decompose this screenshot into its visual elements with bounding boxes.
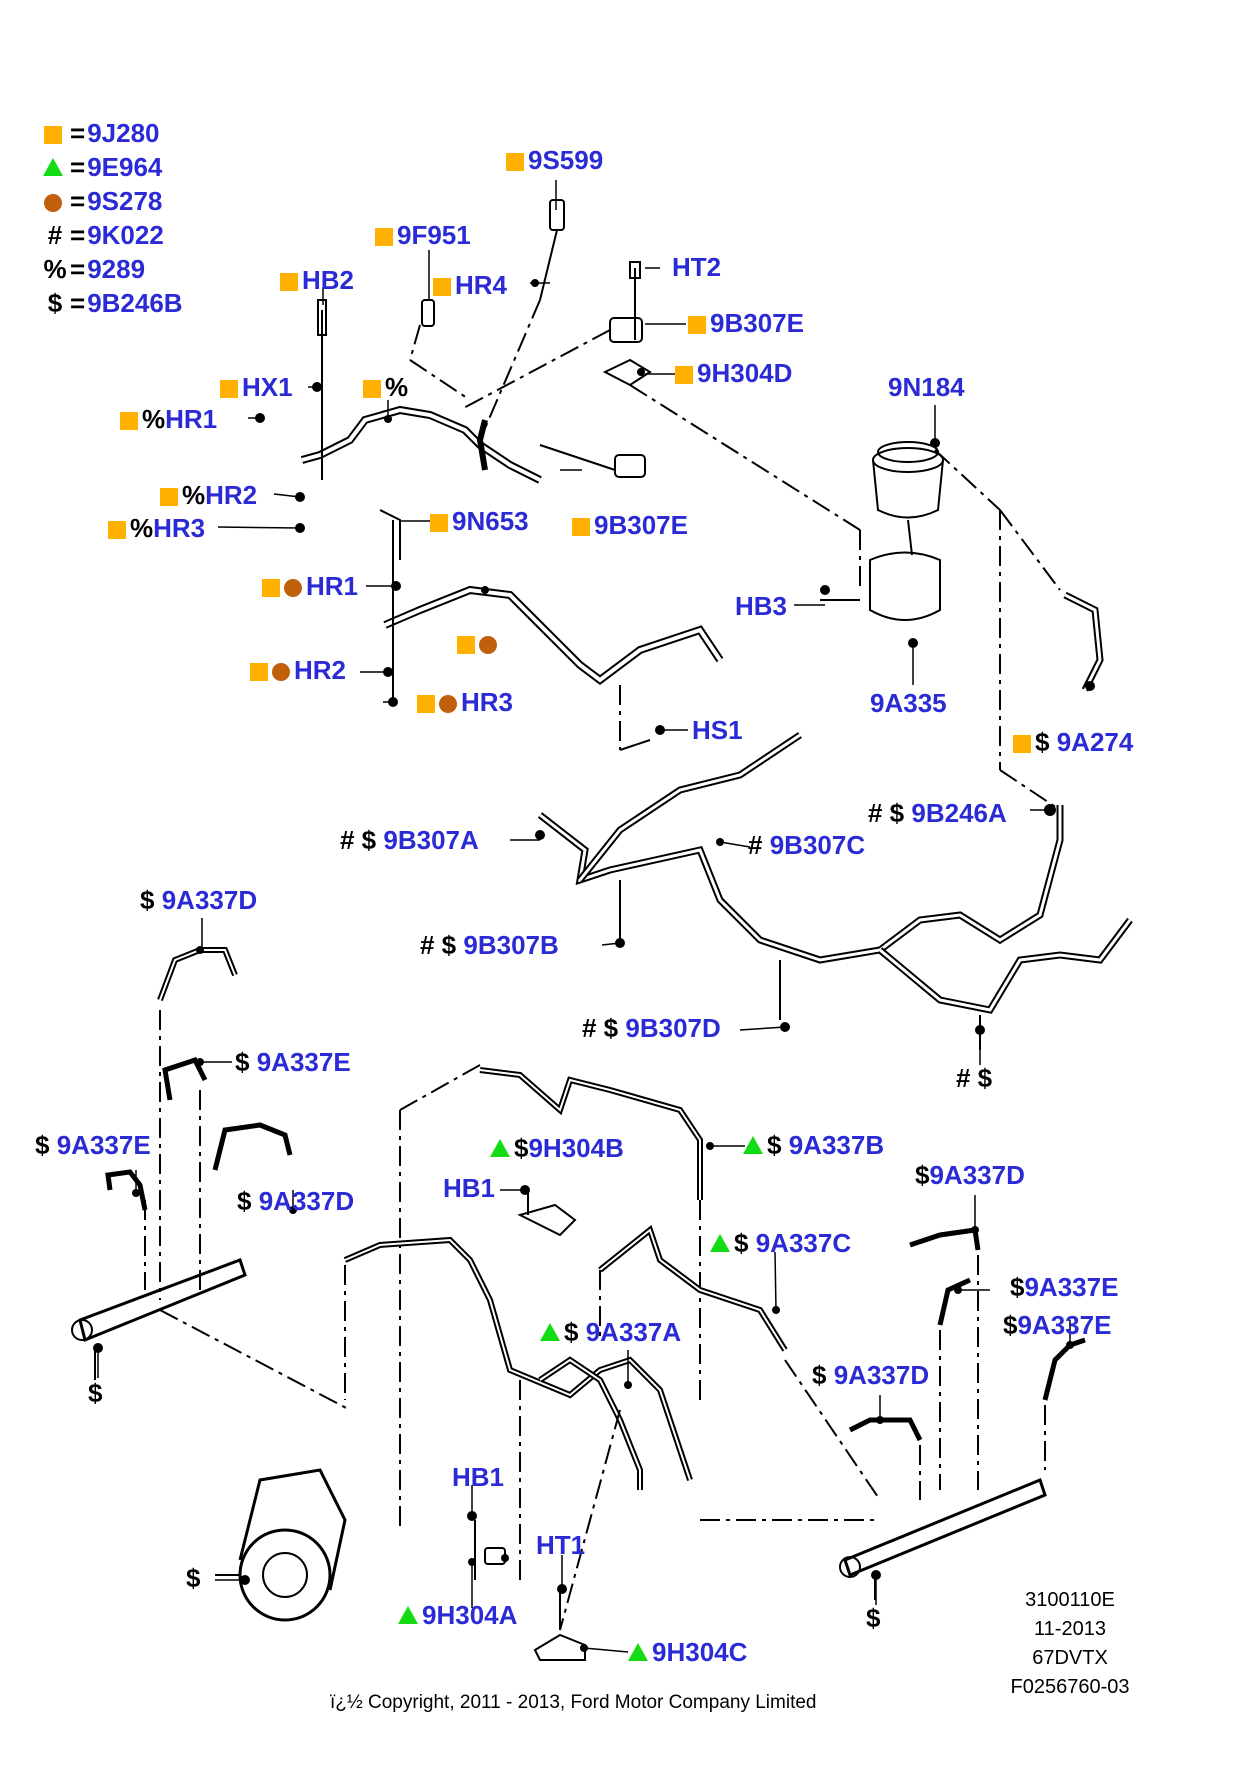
- legend-row-9J280: =9J280: [40, 118, 160, 148]
- label-HX1: HX1: [220, 372, 293, 402]
- label-9B307D: # $ 9B307D: [582, 1013, 721, 1043]
- label-9A337E-2: $ 9A337E: [35, 1130, 151, 1160]
- circle-icon: [44, 194, 62, 212]
- label-9B246A: # $ 9B246A: [868, 798, 1007, 828]
- label-9B307E-bottom: 9B307E: [572, 510, 688, 540]
- square-icon: [44, 126, 62, 144]
- label-HS1: HS1: [692, 715, 743, 745]
- legend-row-9E964: =9E964: [40, 152, 162, 182]
- label-HB1-lower: HB1: [452, 1462, 505, 1492]
- label-9A337E-1: $ 9A337E: [235, 1047, 351, 1077]
- legend-row-9S278: =9S278: [40, 186, 162, 216]
- label-dollar-left-rail: $: [88, 1378, 103, 1408]
- label-9H304A: 9H304A: [398, 1600, 517, 1630]
- label-9B307B: # $ 9B307B: [420, 930, 559, 960]
- label-HR1-percent: %HR1: [120, 404, 217, 434]
- meta-date: 11-2013: [1034, 1618, 1106, 1640]
- label-9B307A: # $ 9B307A: [340, 825, 479, 855]
- label-HR1-circle: HR1: [262, 571, 358, 601]
- label-9A337A: $ 9A337A: [540, 1317, 681, 1347]
- label-HB1-upper: HB1: [443, 1173, 496, 1203]
- label-HR4: HR4: [433, 270, 507, 300]
- label-9A337E-4: $9A337E: [1003, 1310, 1112, 1340]
- label-9A274: $ 9A274: [1013, 727, 1133, 757]
- label-HT2: HT2: [672, 252, 722, 282]
- label-9A335: 9A335: [870, 688, 947, 718]
- label-dollar-pump: $: [186, 1563, 201, 1593]
- meta-figure: F0256760-03: [1010, 1676, 1130, 1698]
- label-9A337D-3: $9A337D: [915, 1160, 1025, 1190]
- label-9A337C: $ 9A337C: [710, 1228, 851, 1258]
- legend-row-9K022: #=9K022: [47, 220, 164, 250]
- meta-engine: 67DVTX: [1032, 1647, 1108, 1669]
- label-HR3-circle: HR3: [417, 687, 513, 717]
- label-9B307C: # 9B307C: [748, 830, 866, 860]
- label-HB2: HB2: [280, 265, 354, 295]
- label-9H304C: 9H304C: [628, 1637, 747, 1667]
- label-HR2-circle: HR2: [250, 655, 346, 685]
- label-HR3-percent: %HR3: [108, 513, 205, 543]
- label-9N184: 9N184: [888, 372, 965, 402]
- label-HR2-percent: %HR2: [160, 480, 257, 510]
- label-HT1: HT1: [536, 1530, 586, 1560]
- label-9F951: 9F951: [375, 220, 471, 250]
- legend-row-9289: %=9289: [43, 254, 146, 284]
- label-hash-dollar: # $: [956, 1063, 993, 1093]
- label-9A337D-2: $ 9A337D: [237, 1186, 355, 1216]
- label-9A337D-1: $ 9A337D: [140, 885, 258, 915]
- label-square-circle: [457, 628, 501, 658]
- meta-ref: 3100110E: [1025, 1589, 1115, 1611]
- copyright-notice: ï¿½ Copyright, 2011 - 2013, Ford Motor C…: [330, 1692, 817, 1713]
- label-9B307E-top: 9B307E: [688, 308, 804, 338]
- label-percent: %: [363, 372, 408, 402]
- label-9A337E-3: $9A337E: [1010, 1272, 1119, 1302]
- diagram-meta: 3100110E 11-2013 67DVTX F0256760-03: [995, 1586, 1145, 1702]
- triangle-icon: [43, 158, 63, 176]
- label-9A337D-4: $ 9A337D: [812, 1360, 930, 1390]
- label-9S599: 9S599: [506, 145, 603, 175]
- legend-row-9B246B: $=9B246B: [47, 288, 183, 318]
- label-9A337B: $ 9A337B: [743, 1130, 884, 1160]
- label-9N653: 9N653: [430, 506, 529, 536]
- label-9H304D: 9H304D: [675, 358, 792, 388]
- label-9H304B: $9H304B: [490, 1133, 624, 1163]
- label-HB3: HB3: [735, 591, 788, 621]
- label-dollar-right-rail: $: [866, 1603, 881, 1633]
